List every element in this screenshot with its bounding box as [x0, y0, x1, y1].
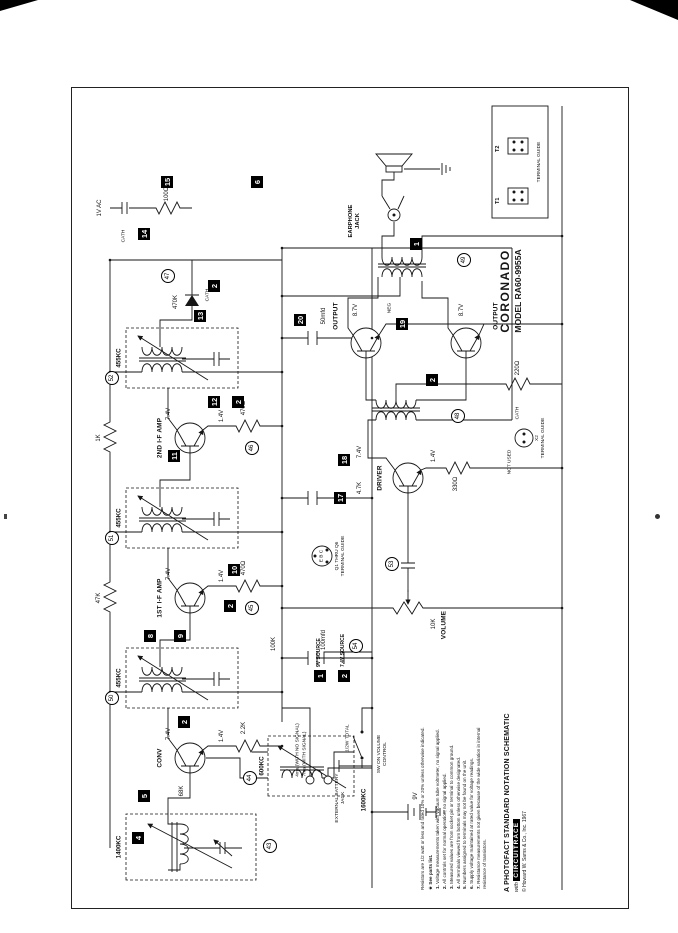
battery-jack-contact — [305, 775, 315, 785]
antenna-coil-box — [125, 813, 257, 881]
see-parts-note: ★ See parts list. — [427, 854, 433, 890]
transistor-driver — [393, 463, 423, 493]
if-transformer — [126, 328, 238, 388]
x2-terminal-guide-label: X2 TERMINAL GUIDE — [535, 403, 547, 473]
t-terminal-guide-box — [491, 105, 549, 219]
power-switch — [352, 735, 363, 759]
detector-diode — [185, 295, 199, 306]
circuitrace-line: with CIRCUITRACE — [513, 712, 520, 892]
source-9v-label: 9V SOURCE — [316, 638, 322, 667]
source-74v-label: 7.4V SOURCE — [340, 633, 346, 667]
scan-artifact — [630, 0, 678, 20]
model-number: MODEL RA60-9955A — [513, 249, 523, 333]
battery-jack-contact — [323, 775, 333, 785]
note-item: Measured values are from socket pin or t… — [448, 744, 454, 884]
switch-label: SW ON VOLUME CONTROL — [377, 734, 388, 774]
copyright-line: © Howard W. Sams & Co., Inc. 1967 — [522, 811, 528, 892]
scan-artifact — [0, 0, 38, 11]
brand-name: CORONADO — [498, 249, 512, 333]
note-item: Numbers assigned to terminals may not be… — [462, 759, 468, 884]
transistor-conv — [175, 743, 205, 773]
t1-label: T1 — [495, 197, 501, 204]
x-guide-line2: TERMINAL GUIDE — [540, 417, 546, 459]
if-transformer — [126, 648, 238, 708]
component-symbols — [102, 105, 549, 881]
schematic-svg — [102, 105, 564, 890]
t2-label: T2 — [495, 145, 501, 152]
if-transformer — [126, 488, 238, 548]
q-guide-line2: TERMINAL GUIDE — [340, 535, 346, 577]
earphone-jack-label: EARPHONE JACK — [348, 204, 361, 238]
photofact-line: A PHOTOFACT STANDARD NOTATION SCHEMATIC — [504, 713, 511, 892]
notes-list: Voltage measurements taken with vacuum t… — [435, 720, 487, 890]
note-item: Supply voltage maintained at rated value… — [469, 757, 475, 884]
osc-coil-box — [267, 735, 355, 797]
transistor-1st-if — [175, 583, 205, 613]
photofact-block: A PHOTOFACT STANDARD NOTATION SCHEMATIC … — [504, 712, 528, 892]
speaker — [385, 165, 403, 173]
battery-jack-label: EXTERNAL BATTERY JACK — [335, 773, 346, 823]
note-item: All terminals viewed from bottom unless … — [455, 756, 461, 884]
note-item: Voltage measurements taken with vacuum t… — [435, 729, 441, 884]
notes-block: Resistors are 1/2 watt or less and rated… — [420, 720, 488, 890]
transistor-output-2 — [451, 328, 481, 358]
battery-cell — [407, 804, 427, 820]
with-word: with — [514, 882, 520, 892]
x2-terminal-guide — [514, 428, 534, 448]
note-item: Resistance measurements not given becaus… — [475, 727, 487, 889]
transistor-output-1 — [351, 328, 381, 358]
title-block: CORONADO MODEL RA60-9955A — [498, 222, 523, 360]
volume-pot — [388, 601, 428, 615]
q-terminal-guide-label: Q1 THRU Q6 TERMINAL GUIDE — [335, 521, 347, 591]
note-item: All controls set for normal operation, n… — [442, 773, 448, 884]
scan-artifact — [4, 514, 7, 519]
resistor-note: Resistors are 1/2 watt or less and rated… — [420, 727, 425, 890]
t-terminal-guide-label: TERMINAL GUIDE — [537, 141, 542, 183]
scan-artifact — [655, 514, 660, 519]
transistor-2nd-if — [175, 423, 205, 453]
circuitrace-badge: CIRCUITRACE — [513, 818, 520, 881]
